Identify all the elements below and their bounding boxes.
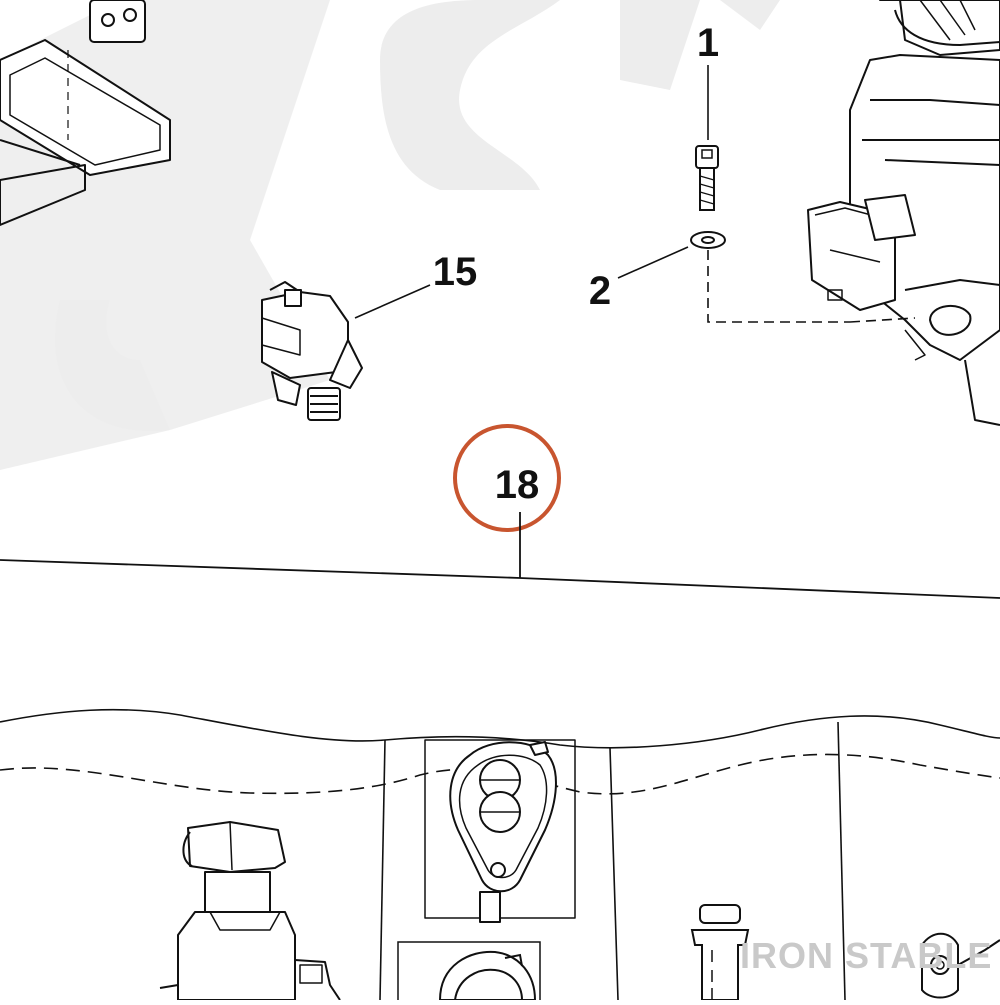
sensor-part-15: [261, 281, 363, 421]
highlight-circle: [453, 424, 561, 532]
callout-label-2: 2: [589, 269, 611, 313]
callout-label-15: 15: [433, 250, 478, 294]
key-fob-2: [397, 941, 541, 1003]
tray-part: [0, 0, 171, 226]
washer-part-2: [690, 231, 726, 249]
callout-label-18: 18: [495, 463, 540, 507]
ignition-switch: [159, 821, 341, 1001]
leader-lines: [354, 65, 916, 323]
connector-part: [690, 904, 750, 1001]
bracket-part: [921, 932, 1000, 999]
callout-18-group: [0, 424, 1000, 599]
background-watermark: [0, 0, 780, 470]
screw-part-1: [695, 145, 719, 211]
watermark-text: IRON STABLE: [740, 935, 992, 976]
ignition-assembly: [807, 0, 1000, 426]
key-fob-1: [424, 739, 576, 923]
callout-label-1: 1: [697, 21, 719, 65]
